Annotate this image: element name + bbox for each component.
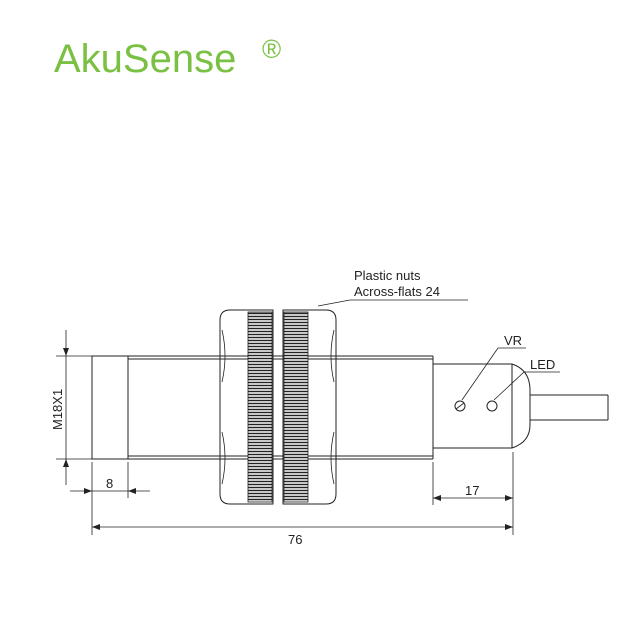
label-vr: VR xyxy=(504,333,522,348)
sensor-front-cap xyxy=(91,355,129,460)
plastic-nut-left xyxy=(219,309,274,505)
dimension-thread: M18X1 xyxy=(50,330,124,485)
callout-plastic-nuts: Plastic nuts Across-flats 24 xyxy=(317,268,468,307)
registered-mark: ® xyxy=(262,34,281,64)
dim-total-label: 76 xyxy=(288,532,302,547)
brand-name: AkuSense xyxy=(54,37,236,81)
led-indicator-icon xyxy=(486,400,498,412)
thread-label: M18X1 xyxy=(50,389,65,430)
cable xyxy=(530,394,609,421)
dimension-front: 8 xyxy=(70,462,150,535)
plastic-nut-right xyxy=(282,309,337,505)
dim-rear-label: 17 xyxy=(465,483,479,498)
callout-vr: VR xyxy=(461,333,526,401)
callout-nuts-line1: Plastic nuts xyxy=(354,268,421,283)
callout-nuts-line2: Across-flats 24 xyxy=(354,284,440,299)
threaded-body xyxy=(127,355,434,460)
dimension-rear: 17 xyxy=(432,452,514,535)
dimension-total: 76 xyxy=(92,524,513,547)
dim-front-label: 8 xyxy=(106,476,113,491)
rear-housing xyxy=(433,363,531,449)
callout-led: LED xyxy=(493,357,560,401)
brand-logo: AkuSense ® xyxy=(54,34,281,81)
vr-potentiometer-icon xyxy=(454,400,466,412)
label-led: LED xyxy=(530,357,555,372)
